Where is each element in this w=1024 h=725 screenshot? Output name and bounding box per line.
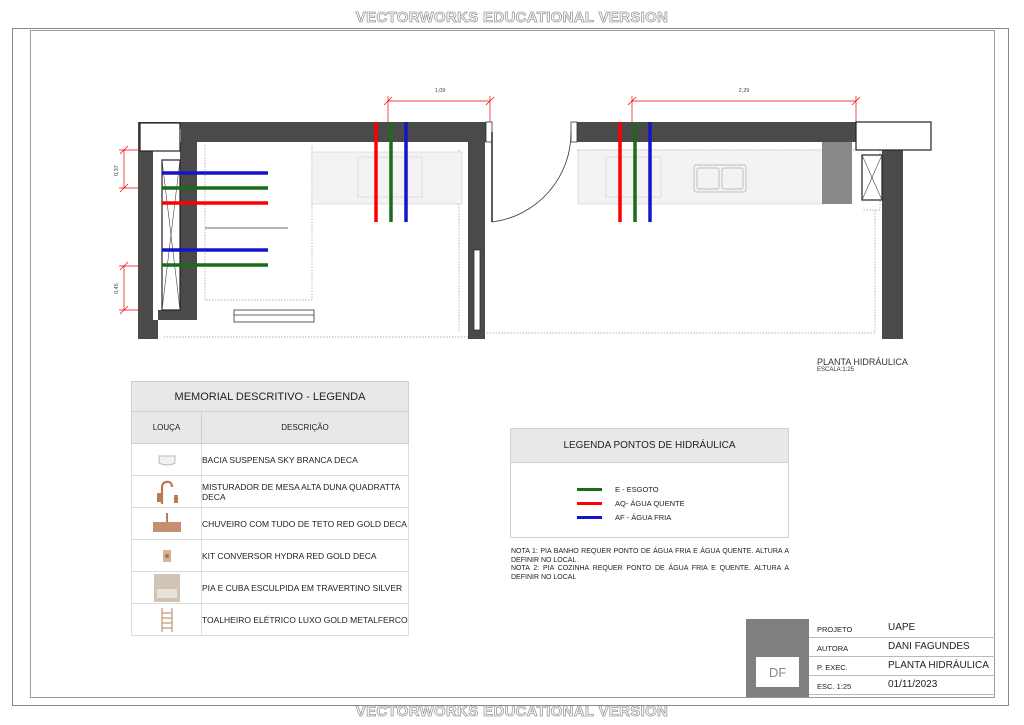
dim-label-v2: 0,45 [114, 283, 120, 294]
item-desc: MISTURADOR DE MESA ALTA DUNA QUADRATTA D… [202, 481, 400, 502]
item-desc: CHUVEIRO COM TUDO DE TETO RED GOLD DECA [202, 518, 407, 529]
bench [233, 309, 315, 323]
walls [138, 122, 903, 339]
title-block: DF PROJETO UAPE AUTORA DANI FAGUNDES P. … [746, 619, 995, 697]
kitchen-sink [693, 164, 747, 193]
title-key: ESC. 1:25 [817, 682, 852, 691]
floor-plan: 1,09 2,29 0,37 0,45 [114, 88, 932, 339]
shaft-cross [161, 154, 883, 311]
initials-logo: DF [756, 657, 799, 687]
dim-label-v1: 0,37 [114, 165, 120, 176]
memorial-header-row: LOUÇA DESCRIÇÃO [131, 412, 409, 444]
legend-label: E - ESGOTO [615, 485, 659, 494]
table-row: KIT CONVERSOR HYDRA RED GOLD DECA [131, 540, 409, 572]
towel-heater-icon [132, 604, 202, 635]
item-desc: PIA E CUBA ESCULPIDA EM TRAVERTINO SILVE… [202, 582, 403, 593]
plan-scale: ESCALA:1:25 [817, 367, 855, 373]
toilet-icon [132, 444, 202, 475]
legend-item-esgoto: E - ESGOTO [577, 485, 659, 494]
door [473, 121, 578, 331]
title-row-escala: ESC. 1:25 01/11/2023 [809, 676, 995, 695]
legend-label: AQ- ÁGUA QUENTE [615, 499, 685, 508]
converter-kit-icon [132, 540, 202, 571]
memorial-title: MEMORIAL DESCRITIVO - LEGENDA [131, 381, 409, 412]
note-2: NOTA 2: PIA COZINHA REQUER PONTO DE ÁGUA… [511, 565, 789, 581]
table-row: BACIA SUSPENSA SKY BRANCA DECA [131, 444, 409, 476]
title-row-exec: P. EXEC. PLANTA HIDRÁULICA [809, 657, 995, 676]
watermark-bottom: VECTORWORKS EDUCATIONAL VERSION [355, 703, 669, 721]
watermark-top: VECTORWORKS EDUCATIONAL VERSION [355, 9, 669, 27]
title-key: PROJETO [817, 625, 853, 634]
sink-icon [132, 572, 202, 603]
legend-title: LEGENDA PONTOS DE HIDRÁULICA [511, 429, 788, 463]
plan-title: PLANTA HIDRÁULICA [817, 357, 908, 367]
note-1: NOTA 1: PIA BANHO REQUER PONTO DE ÁGUA F… [511, 548, 789, 564]
title-value: UAPE [888, 622, 916, 633]
legend-item-agua-quente: AQ- ÁGUA QUENTE [577, 499, 685, 508]
dim-label-1: 1,09 [435, 88, 446, 94]
memorial-table: MEMORIAL DESCRITIVO - LEGENDA LOUÇA DESC… [131, 381, 409, 636]
legend-swatch [577, 516, 602, 519]
faucet-icon [132, 476, 202, 507]
item-desc: TOALHEIRO ELÉTRICO LUXO GOLD METALFERCO [202, 614, 408, 625]
counter-areas [311, 149, 827, 205]
legend-swatch [577, 488, 602, 491]
table-row: TOALHEIRO ELÉTRICO LUXO GOLD METALFERCO [131, 604, 409, 636]
item-desc: KIT CONVERSOR HYDRA RED GOLD DECA [202, 550, 377, 561]
hydraulic-points [162, 122, 652, 267]
legend-swatch [577, 502, 602, 505]
legend-label: AF - ÁGUA FRIA [615, 513, 672, 522]
hydraulic-legend: LEGENDA PONTOS DE HIDRÁULICA E - ESGOTO … [510, 428, 789, 538]
sheet-inner-border [30, 30, 995, 698]
col-descricao: DESCRIÇÃO [281, 423, 329, 432]
shower-icon [132, 508, 202, 539]
dimension-lines [119, 96, 861, 315]
table-row: PIA E CUBA ESCULPIDA EM TRAVERTINO SILVE… [131, 572, 409, 604]
title-value: PLANTA HIDRÁULICA [888, 660, 989, 671]
title-value: 01/11/2023 [888, 679, 938, 690]
title-row-autora: AUTORA DANI FAGUNDES [809, 638, 995, 657]
title-key: AUTORA [817, 644, 849, 653]
notes: NOTA 1: PIA BANHO REQUER PONTO DE ÁGUA F… [511, 548, 789, 582]
title-key: P. EXEC. [817, 663, 848, 672]
legend-item-agua-fria: AF - ÁGUA FRIA [577, 513, 671, 522]
col-louca: LOUÇA [132, 412, 202, 443]
table-row: MISTURADOR DE MESA ALTA DUNA QUADRATTA D… [131, 476, 409, 508]
title-value: DANI FAGUNDES [888, 641, 970, 652]
sheet-border [12, 28, 1009, 706]
title-row-projeto: PROJETO UAPE [809, 619, 995, 638]
item-desc: BACIA SUSPENSA SKY BRANCA DECA [202, 454, 358, 465]
title-block-logo-area: DF [746, 619, 809, 697]
table-row: CHUVEIRO COM TUDO DE TETO RED GOLD DECA [131, 508, 409, 540]
dim-label-2: 2,29 [739, 88, 750, 94]
